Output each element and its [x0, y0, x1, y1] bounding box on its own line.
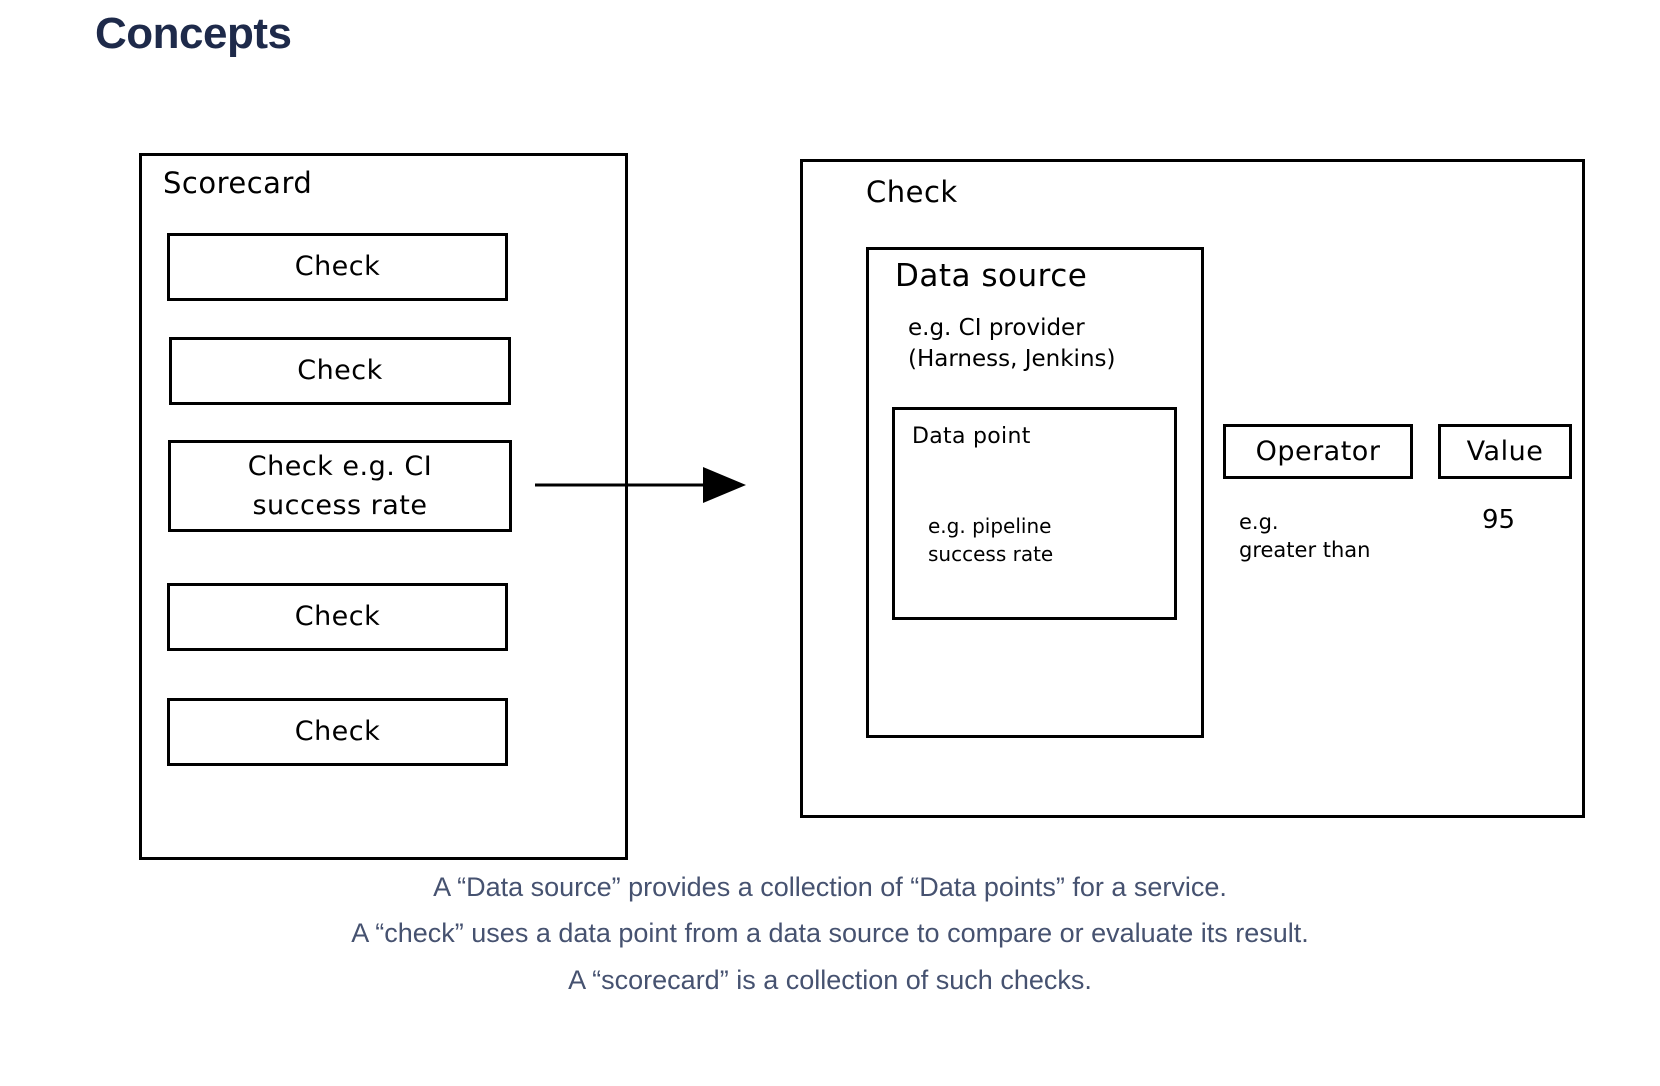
operator-box: Operator: [1223, 424, 1413, 479]
value-example: 95: [1482, 505, 1516, 535]
scorecard-check-item-2[interactable]: Check: [169, 337, 511, 405]
value-box: Value: [1438, 424, 1572, 479]
scorecard-check-label-3: Check e.g. CI success rate: [247, 450, 433, 521]
caption-line-1: A “Data source” provides a collection of…: [433, 872, 1227, 902]
arrow-right-icon: [535, 467, 746, 503]
data-point-example: e.g. pipeline success rate: [928, 514, 1054, 566]
data-source-example: e.g. CI provider (Harness, Jenkins): [908, 315, 1116, 373]
data-point-box: [892, 407, 1177, 620]
scorecard-check-item-5[interactable]: Check: [167, 698, 508, 766]
value-label: Value: [1466, 436, 1544, 467]
scorecard-check-item-4[interactable]: Check: [167, 583, 508, 651]
operator-example: e.g. greater than: [1239, 510, 1371, 563]
operator-label: Operator: [1255, 436, 1381, 467]
data-point-label: Data point: [912, 424, 1031, 449]
scorecard-check-label-1: Check: [294, 251, 381, 283]
scorecard-check-label-2: Check: [297, 355, 383, 387]
scorecard-check-item-1[interactable]: Check: [167, 233, 508, 301]
page-title: Concepts: [95, 9, 292, 58]
scorecard-check-label-4: Check: [294, 601, 381, 633]
scorecard-check-label-5: Check: [294, 716, 381, 748]
scorecard-label: Scorecard: [163, 166, 313, 200]
caption-line-2: A “check” uses a data point from a data …: [351, 918, 1309, 949]
scorecard-check-item-3[interactable]: Check e.g. CI success rate: [168, 440, 512, 532]
caption-line-3: A “scorecard” is a collection of such ch…: [568, 964, 1092, 995]
data-source-label: Data source: [895, 258, 1088, 294]
check-detail-label: Check: [866, 175, 958, 209]
concepts-diagram: Scorecard Check Check Check e.g. CI succ…: [139, 153, 1585, 860]
diagram-caption: A “Data source” provides a collection of…: [0, 864, 1660, 1003]
